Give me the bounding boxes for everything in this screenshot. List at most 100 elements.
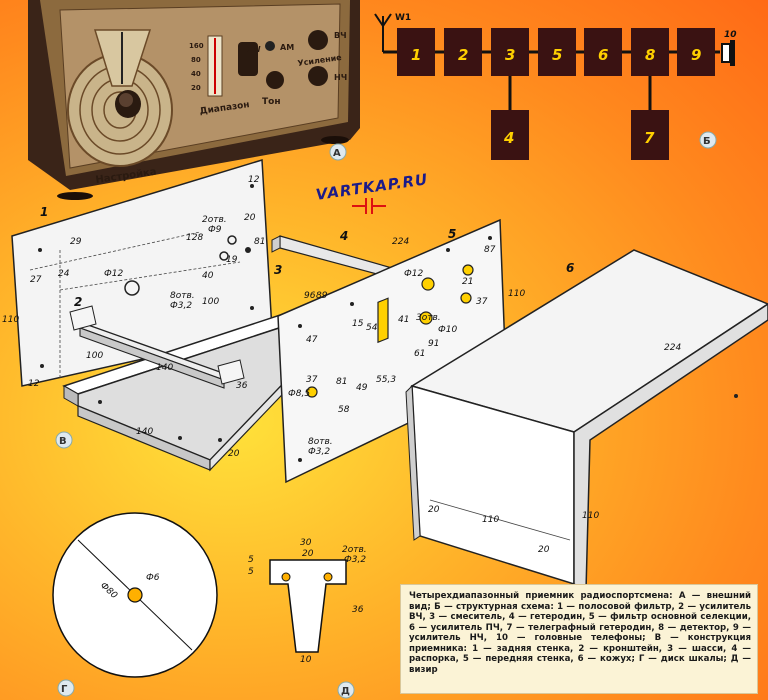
svg-text:8: 8 [645,46,655,64]
svg-text:15: 15 [352,319,364,329]
tuning-dial [67,29,173,167]
svg-text:19: 19 [226,255,238,265]
svg-text:6: 6 [598,46,608,64]
hf-label: ВЧ [334,31,347,40]
svg-text:Ф10: Ф10 [438,325,457,335]
svg-text:Ф9: Ф9 [208,225,222,235]
dimensions-back-wall: 12 29 2отв. Ф9 128 20 Ф12 40 19 81 27 24… [2,175,265,391]
lf-label: НЧ [334,73,347,82]
svg-text:24: 24 [58,269,70,279]
band-80: 80 [191,56,201,64]
svg-text:40: 40 [202,271,214,281]
dimensions-cover: 224 110 110 20 20 [428,343,681,555]
svg-text:224: 224 [392,237,409,247]
svg-text:Ф6: Ф6 [146,573,160,583]
svg-text:37: 37 [306,375,318,385]
svg-text:110: 110 [2,315,19,325]
svg-text:21: 21 [462,277,473,287]
svg-text:8отв.: 8отв. [170,291,195,301]
svg-text:3отв.: 3отв. [416,313,441,323]
band-switch-knob [238,42,258,76]
block-8: 8 [631,28,669,76]
cw-label: CW [246,45,261,54]
svg-text:А: А [333,148,341,159]
block-5: 5 [538,28,576,76]
svg-text:41: 41 [398,315,409,325]
gain-knob-hf [308,30,328,50]
svg-text:27: 27 [30,275,42,285]
svg-text:20: 20 [302,549,314,559]
svg-text:8отв.: 8отв. [308,437,333,447]
svg-text:2отв.: 2отв. [202,215,227,225]
am-label: AM [280,43,294,52]
marker-d: Д [337,681,355,699]
svg-text:9: 9 [691,46,701,64]
svg-text:20: 20 [538,545,550,555]
svg-text:49: 49 [356,383,368,393]
svg-text:Ф3,2: Ф3,2 [308,447,330,457]
svg-text:36: 36 [236,381,248,391]
svg-text:81: 81 [336,377,347,387]
svg-text:5: 5 [248,555,254,565]
band-40: 40 [191,70,201,78]
svg-text:20: 20 [428,505,440,515]
svg-text:87: 87 [484,245,496,255]
part-4: 4 [339,229,348,243]
svg-text:100: 100 [202,297,219,307]
svg-text:Д: Д [341,686,350,697]
output-label: 10 [724,30,737,40]
svg-text:20: 20 [228,449,240,459]
svg-text:Г: Г [61,684,68,695]
svg-text:58: 58 [338,405,350,415]
band-20: 20 [191,84,201,92]
svg-text:12: 12 [28,379,40,389]
svg-text:36: 36 [352,605,364,615]
svg-text:55,3: 55,3 [376,375,396,385]
svg-text:20: 20 [244,213,256,223]
svg-text:61: 61 [414,349,425,359]
svg-text:110: 110 [482,515,499,525]
svg-text:37: 37 [476,297,488,307]
block-2: 2 [444,28,482,76]
block-6: 6 [584,28,622,76]
antenna-icon [374,13,392,52]
block-3: 3 [491,28,529,76]
block-9: 9 [677,28,715,76]
pointer-sight: 30 20 5 5 2отв. Ф3,2 36 10 [248,538,367,665]
block-7: 7 [631,110,669,160]
spacer [271,235,393,279]
part-6: 6 [566,261,574,275]
svg-text:29: 29 [70,237,82,247]
svg-text:Б: Б [703,136,711,147]
main-blocks: 1 2 3 5 6 8 9 [397,28,715,76]
svg-text:1: 1 [411,46,421,64]
svg-text:47: 47 [306,335,318,345]
band-160: 160 [189,42,204,50]
svg-text:Ф3,2: Ф3,2 [170,301,192,311]
svg-text:2: 2 [458,46,468,64]
receiver-exterior: Настройка Диапазон 160 80 40 20 CW AM ВЧ… [28,0,360,200]
svg-text:Ф12: Ф12 [104,269,123,279]
dimensions-chassis: 140 20 [136,427,240,459]
part-5: 5 [448,227,456,241]
svg-text:91: 91 [428,339,439,349]
gain-knob-lf [308,66,328,86]
dimensions-front-wall: 224 Ф12 110 87 47 96 41 54 Ф10 37 15 21 … [288,237,525,457]
part-1: 1 [40,205,48,219]
svg-text:224: 224 [664,343,681,353]
svg-text:Ф8,5: Ф8,5 [288,389,310,399]
svg-text:10: 10 [300,655,312,665]
svg-text:96: 96 [304,291,316,301]
svg-text:Ф12: Ф12 [404,269,423,279]
svg-text:В: В [59,436,67,447]
antenna-label: W1 [395,13,411,23]
block-diagram: W1 1 2 3 5 6 8 9 4 7 10 Б [374,13,737,160]
svg-text:7: 7 [644,129,655,147]
svg-text:128: 128 [186,233,203,243]
marker-g: Г [57,679,75,697]
bracket [69,305,245,389]
svg-text:5: 5 [552,46,562,64]
block-4: 4 [491,110,529,160]
